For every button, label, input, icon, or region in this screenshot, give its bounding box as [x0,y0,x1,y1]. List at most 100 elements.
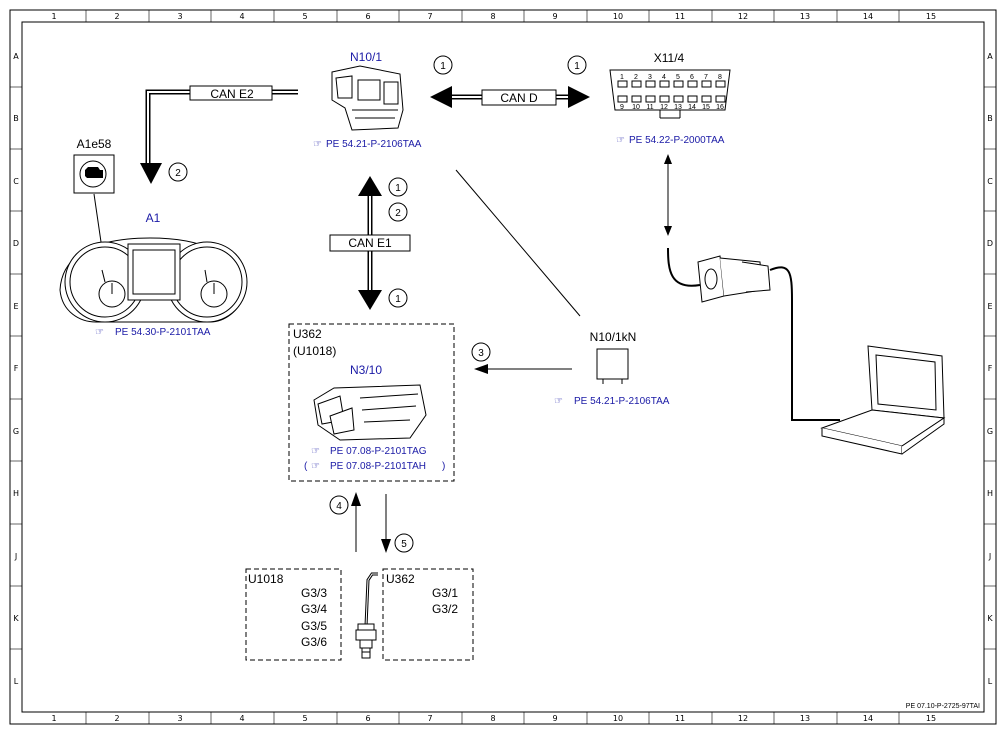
row-label-right: G [987,427,993,436]
n3-10-ref-a[interactable]: PE 07.08-P-2101TAG [330,446,427,457]
obd-pin: 3 [648,74,652,81]
col-label-top: 3 [177,12,182,21]
obd-pin: 12 [660,104,668,111]
u1018-label: (U1018) [293,344,336,358]
col-label-top: 10 [613,12,623,21]
u362-box-title: U362 [386,572,415,586]
callout-1 [388,177,408,197]
obd-connector-icon [609,69,731,119]
paren-close: ) [442,461,445,472]
obd-pin: 7 [704,74,708,81]
callout-1 [567,55,587,75]
diagram-id: PE 07.10-P-2725-97TAI [906,703,980,710]
a1-ref[interactable]: PE 54.30-P-2101TAA [115,327,211,338]
col-label-top: 4 [239,12,244,21]
col-label-bottom: 13 [800,714,810,723]
can-d-bus [430,86,590,108]
relay-icon [596,348,629,384]
x11-4-ref[interactable]: PE 54.22-P-2000TAA [629,135,725,146]
obd-pin: 2 [634,74,638,81]
col-label-top: 14 [863,12,873,21]
diagnostic-tester-icon [667,247,946,455]
obd-pin: 9 [620,104,624,111]
col-label-top: 1 [51,12,56,21]
callout-1 [433,55,453,75]
obd-pin: 13 [674,104,682,111]
obd-pin: 15 [702,104,710,111]
callout-4 [329,495,349,515]
col-label-bottom: 7 [427,714,432,723]
n10-1-ref-icon: ☞ [313,139,322,150]
can-e1-bus [329,176,411,310]
callout-number: 4 [336,501,342,512]
u362-label: U362 [293,327,322,341]
obd-pin: 14 [688,104,696,111]
n10-1kn-ref-icon: ☞ [554,396,563,407]
obd-pin: 10 [632,104,640,111]
callout-number: 1 [395,294,401,305]
callout-number: 1 [574,61,580,72]
col-label-bottom: 1 [51,714,56,723]
engine-ecu-icon [313,384,427,441]
arrow-down-icon [358,290,382,310]
row-label-left: A [13,52,19,61]
callout-number: 3 [478,348,484,359]
u362-sensor-box [382,568,474,661]
n10-1kn-label: N10/1kN [590,330,637,344]
callout-1 [388,288,408,308]
check-engine-icon [73,154,115,194]
col-label-bottom: 10 [613,714,623,723]
outer-frame [9,9,997,725]
col-label-top: 15 [926,12,936,21]
row-label-left: K [13,614,19,623]
row-label-right: C [987,177,993,186]
row-label-right: D [987,239,993,248]
callout-number: 1 [440,61,446,72]
col-label-top: 6 [365,12,370,21]
row-label-right: H [987,489,993,498]
oxygen-sensor-icon [355,572,378,659]
col-label-bottom: 5 [302,714,307,723]
n3-10-ref-b[interactable]: PE 07.08-P-2101TAH [330,461,426,472]
callout-2 [168,162,188,182]
col-label-top: 13 [800,12,810,21]
row-label-left: C [13,177,19,186]
col-label-bottom: 4 [239,714,244,723]
col-label-bottom: 8 [490,714,495,723]
row-label-left: G [13,427,19,436]
callout-3 [471,342,491,362]
g3-4-label: G3/4 [301,602,327,616]
row-label-left: H [13,489,19,498]
col-label-top: 12 [738,12,748,21]
col-label-bottom: 6 [365,714,370,723]
can-e2-bus [140,85,298,184]
col-label-bottom: 2 [114,714,119,723]
row-label-right: B [987,114,993,123]
row-label-left: B [13,114,19,123]
n10-1-ref[interactable]: PE 54.21-P-2106TAA [326,139,422,150]
col-label-top: 5 [302,12,307,21]
col-label-top: 7 [427,12,432,21]
row-label-left: J [14,552,17,561]
col-label-bottom: 11 [675,714,685,723]
callout-number: 5 [401,539,407,550]
n10-1kn-ref[interactable]: PE 54.21-P-2106TAA [574,396,670,407]
relay-arrow [474,364,572,374]
obd-pin: 1 [620,74,624,81]
col-label-bottom: 14 [863,714,873,723]
row-label-right: A [987,52,993,61]
can-e2-label: CAN E2 [210,87,254,101]
n3-10-ref-a-icon: ☞ [311,446,320,457]
arrow-up-icon [358,176,382,196]
u1018-sensor-box [245,568,342,661]
row-label-left: F [14,364,19,373]
n3-10-label: N3/10 [350,363,382,377]
a1-ref-icon: ☞ [95,327,104,338]
can-d-label: CAN D [500,91,538,105]
row-label-right: J [988,552,991,561]
col-label-top: 9 [552,12,557,21]
obd-pin: 11 [646,104,653,111]
obd-pin: 16 [716,104,724,111]
col-label-top: 8 [490,12,495,21]
